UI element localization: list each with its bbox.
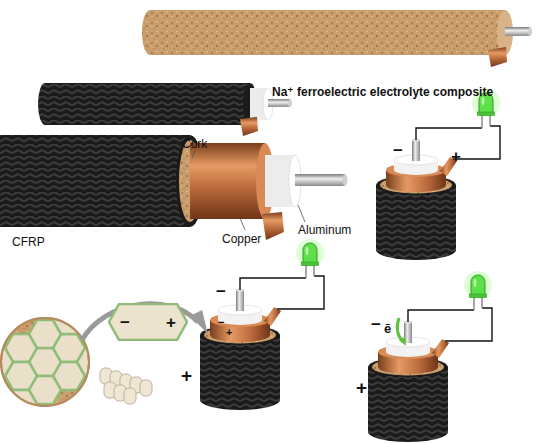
cork-cable <box>142 10 532 67</box>
polarity-sign: − <box>218 317 224 328</box>
hexagon-shape <box>109 304 187 340</box>
polarity-sign: + <box>226 327 232 338</box>
battery-cell-led <box>200 239 324 410</box>
polarity-sign: + <box>166 314 176 331</box>
battery-cell-led <box>376 89 500 260</box>
polarity-sign: ē <box>384 322 391 335</box>
polarity-sign: − <box>120 314 130 331</box>
part-label: Cork <box>182 138 207 150</box>
zoom-arrow <box>82 304 208 340</box>
part-label: CFRP <box>12 236 45 248</box>
dipole-hexagon: −+ <box>108 303 188 341</box>
battery-cell-led <box>368 271 492 442</box>
ceramic-chain <box>100 368 152 404</box>
polarity-sign: + <box>451 148 461 165</box>
polarity-sign: − <box>216 283 226 300</box>
polarity-sign: + <box>356 378 367 397</box>
polarity-sign: + <box>181 366 192 385</box>
part-label: Aluminum <box>298 224 351 236</box>
cfrp-cable <box>38 83 292 136</box>
part-label: Na⁺ ferroelectric electrolyte composite <box>272 86 493 98</box>
part-label: Copper <box>222 233 261 245</box>
polarity-sign: − <box>371 316 381 333</box>
polarity-sign: − <box>393 142 403 159</box>
cutaway-cable <box>0 135 348 240</box>
leader-line <box>192 150 305 230</box>
